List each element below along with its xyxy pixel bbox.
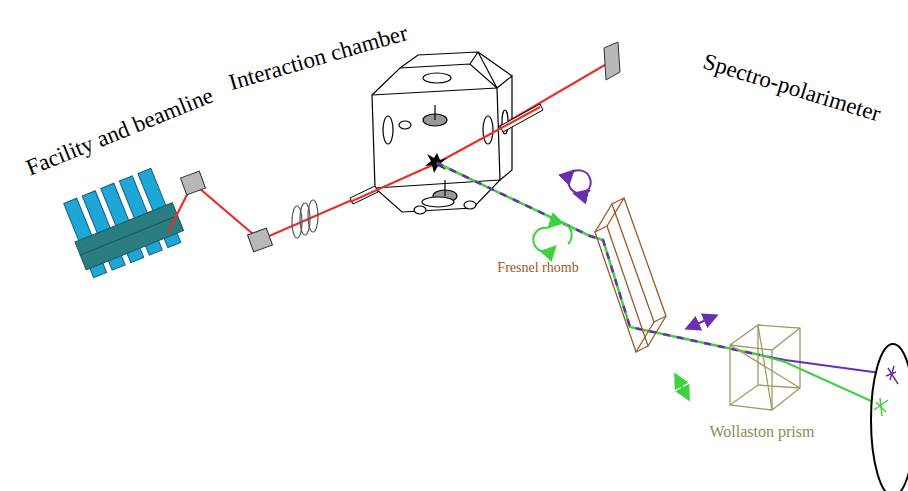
split-beam xyxy=(760,355,880,405)
prism-label: Wollaston prism xyxy=(710,423,815,441)
spectrum-trace xyxy=(874,398,888,416)
wollaston-prism xyxy=(730,325,800,410)
polarimeter-label: Spectro-polarimeter xyxy=(700,49,883,127)
beam-pipe xyxy=(350,104,543,204)
split-beam xyxy=(760,355,895,375)
rhomb-label: Fresnel rhomb xyxy=(497,260,578,275)
beam-dump xyxy=(604,42,620,80)
focusing-optics xyxy=(292,200,318,238)
circular-polarization xyxy=(533,170,590,251)
mirror xyxy=(181,171,206,195)
mirror xyxy=(248,228,273,252)
harmonic-beam xyxy=(437,163,760,355)
spectrum-trace xyxy=(886,366,898,384)
interaction-point xyxy=(425,153,447,173)
fresnel-rhomb xyxy=(595,198,666,352)
detector xyxy=(871,344,908,491)
linear-polarization xyxy=(676,376,688,398)
facility-label: Facility and beamline xyxy=(23,83,217,181)
linear-polarization xyxy=(688,316,715,328)
undulator xyxy=(60,166,187,280)
